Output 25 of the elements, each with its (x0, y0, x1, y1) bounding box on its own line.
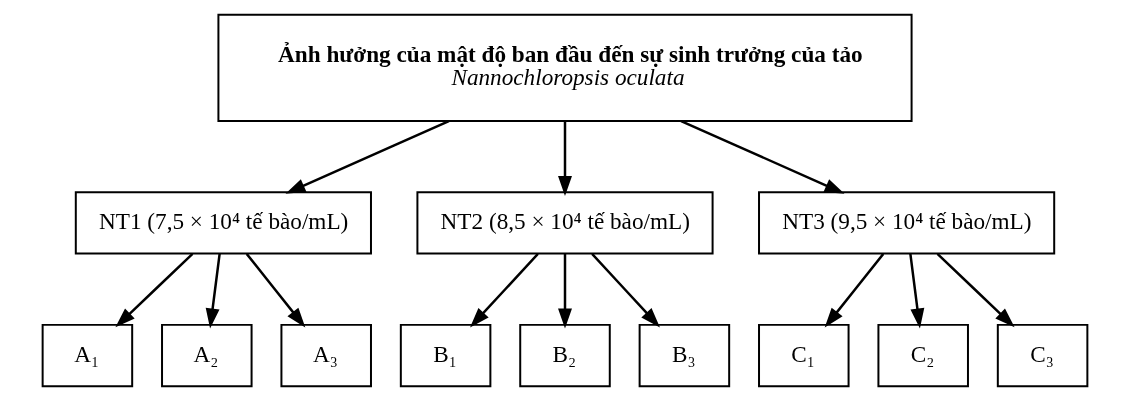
arrow (590, 253, 660, 328)
node-box: C₁ (757, 323, 850, 388)
arrow (285, 119, 449, 194)
arrow (936, 253, 1015, 328)
arrow (824, 253, 884, 328)
node-box: B₃ (638, 323, 730, 388)
node-box: A₃ (279, 323, 372, 388)
arrow (557, 121, 572, 196)
node-box: B₁ (399, 323, 491, 388)
arrow (469, 253, 539, 328)
node-box: C₃ (996, 323, 1088, 388)
node-box: C₂ (876, 323, 969, 388)
arrow (557, 253, 572, 329)
arrow (680, 119, 845, 194)
node-box: Ảnh hưởng của mật độ ban đầu đến sự sinh trưởng của tảo Nannochloropsis oculata (216, 13, 913, 122)
node-box: NT2 (8,5 × 10⁴ tế bào/mL) (415, 191, 714, 255)
node-box: A₁ (41, 323, 133, 388)
node-box: B₂ (518, 323, 611, 388)
arrow (245, 253, 305, 328)
node-box: NT3 (9,5 × 10⁴ tế bào/mL) (757, 191, 1055, 255)
arrow (205, 253, 221, 329)
node-box: NT1 (7,5 × 10⁴ tế bào/mL) (74, 191, 372, 255)
arrow (114, 253, 193, 328)
arrow (908, 253, 924, 329)
node-box: A₂ (160, 323, 253, 388)
